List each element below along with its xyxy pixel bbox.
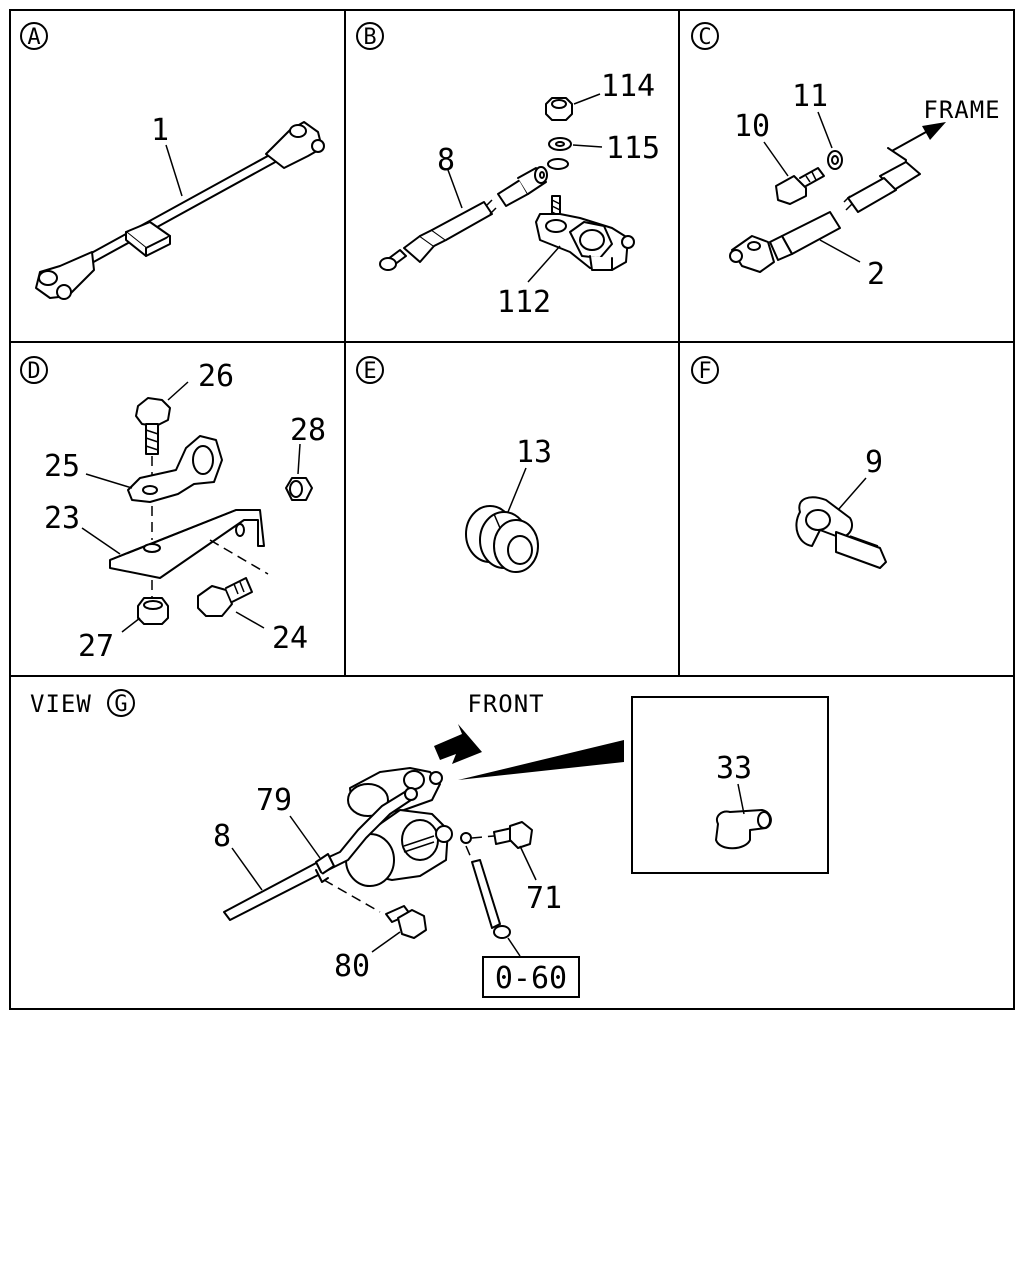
nut-part-27 bbox=[137, 597, 169, 625]
ground-cable-part-2 bbox=[729, 147, 921, 273]
cap-part-33 bbox=[715, 809, 772, 850]
panel-a: A 1 bbox=[20, 22, 325, 300]
bolt-part-10 bbox=[775, 167, 825, 205]
callout-27: 27 bbox=[78, 617, 141, 664]
svg-text:26: 26 bbox=[198, 359, 234, 394]
callout-112: 112 bbox=[497, 245, 561, 320]
nut-part-28 bbox=[285, 477, 313, 501]
panel-grid bbox=[9, 9, 1015, 1010]
washer-part-11 bbox=[827, 150, 843, 170]
svg-text:11: 11 bbox=[792, 79, 828, 114]
clamp-part-25 bbox=[127, 435, 223, 503]
svg-text:F: F bbox=[698, 359, 711, 384]
frame-arrow-icon bbox=[922, 122, 946, 140]
panel-letter-e: E bbox=[356, 356, 384, 384]
callout-79: 79 bbox=[256, 783, 321, 859]
callout-23: 23 bbox=[44, 501, 121, 555]
callout-26: 26 bbox=[167, 359, 234, 401]
callout-11: 11 bbox=[792, 79, 833, 149]
battery-terminal-part-112 bbox=[535, 195, 635, 271]
bolt-part-26 bbox=[135, 397, 171, 455]
callout-9: 9 bbox=[837, 445, 883, 511]
battery-cable-part-8 bbox=[379, 166, 548, 271]
svg-text:FRAME: FRAME bbox=[923, 96, 1000, 124]
svg-text:112: 112 bbox=[497, 285, 551, 320]
callout-114: 114 bbox=[573, 69, 655, 105]
front-direction: FRONT bbox=[434, 690, 544, 764]
detail-leader bbox=[458, 740, 624, 780]
svg-text:115: 115 bbox=[606, 131, 660, 166]
svg-text:FRONT: FRONT bbox=[467, 690, 544, 718]
washer-part-115 bbox=[547, 137, 572, 170]
svg-text:23: 23 bbox=[44, 501, 80, 536]
svg-text:8: 8 bbox=[437, 143, 455, 178]
panel-b: B 114 115 bbox=[356, 22, 660, 320]
svg-text:114: 114 bbox=[601, 69, 655, 104]
svg-text:28: 28 bbox=[290, 413, 326, 448]
svg-text:2: 2 bbox=[867, 257, 885, 292]
bolt-view-80 bbox=[385, 905, 427, 939]
svg-text:E: E bbox=[363, 359, 376, 384]
front-arrow-icon bbox=[434, 724, 482, 764]
svg-text:VIEW: VIEW bbox=[30, 690, 92, 718]
svg-text:B: B bbox=[363, 25, 376, 50]
svg-text:24: 24 bbox=[272, 621, 308, 656]
svg-text:C: C bbox=[698, 25, 711, 50]
clip-part-9 bbox=[795, 496, 887, 569]
svg-text:25: 25 bbox=[44, 449, 80, 484]
svg-text:27: 27 bbox=[78, 629, 114, 664]
callout-80: 80 bbox=[334, 931, 401, 984]
svg-text:13: 13 bbox=[516, 435, 552, 470]
svg-text:A: A bbox=[27, 25, 40, 50]
callout-115: 115 bbox=[572, 131, 660, 166]
frame-direction: FRAME bbox=[889, 96, 1000, 153]
svg-text:D: D bbox=[27, 359, 40, 384]
view-title-g: VIEW G bbox=[30, 689, 135, 718]
callout-1: 1 bbox=[151, 113, 183, 197]
panel-c: C FRAME 11 10 bbox=[691, 22, 1000, 292]
svg-text:0-60: 0-60 bbox=[495, 961, 567, 996]
panel-letter-d: D bbox=[20, 356, 48, 384]
svg-text:1: 1 bbox=[151, 113, 169, 148]
svg-text:G: G bbox=[114, 692, 127, 717]
callout-25: 25 bbox=[44, 449, 133, 489]
callout-10: 10 bbox=[734, 109, 789, 177]
callout-24: 24 bbox=[235, 611, 308, 656]
panel-g: VIEW G FRONT 8 bbox=[30, 689, 829, 998]
bracket-part-23 bbox=[109, 509, 265, 579]
callout-33: 33 bbox=[716, 751, 752, 815]
callout-view-8: 8 bbox=[213, 819, 263, 891]
svg-text:33: 33 bbox=[716, 751, 752, 786]
bolt-part-24 bbox=[197, 577, 253, 617]
panel-letter-b: B bbox=[356, 22, 384, 50]
callout-2: 2 bbox=[819, 239, 885, 292]
panel-letter-f: F bbox=[691, 356, 719, 384]
clip-view-79 bbox=[315, 853, 335, 883]
starter-motor bbox=[345, 767, 472, 887]
panel-letter-c: C bbox=[691, 22, 719, 50]
battery-cable-part-1 bbox=[35, 121, 325, 300]
svg-text:71: 71 bbox=[526, 881, 562, 916]
panel-d: D 26 25 28 bbox=[20, 356, 326, 664]
callout-8: 8 bbox=[437, 143, 463, 209]
callout-28: 28 bbox=[290, 413, 326, 475]
panel-f: F 9 bbox=[691, 356, 887, 569]
callout-13: 13 bbox=[507, 435, 552, 513]
svg-text:8: 8 bbox=[213, 819, 231, 854]
ground-strap bbox=[465, 845, 511, 939]
callout-71: 71 bbox=[519, 845, 562, 916]
panel-e: E 13 bbox=[356, 356, 552, 573]
nut-part-114 bbox=[545, 97, 573, 121]
detail-box: 33 bbox=[631, 696, 829, 874]
reference-box[interactable]: 0-60 bbox=[482, 956, 580, 998]
panel-letter-a: A bbox=[20, 22, 48, 50]
svg-text:79: 79 bbox=[256, 783, 292, 818]
svg-text:10: 10 bbox=[734, 109, 770, 144]
bolt-view-71 bbox=[471, 821, 533, 849]
svg-text:9: 9 bbox=[865, 445, 883, 480]
svg-text:80: 80 bbox=[334, 949, 370, 984]
grommet-part-13 bbox=[465, 505, 539, 573]
